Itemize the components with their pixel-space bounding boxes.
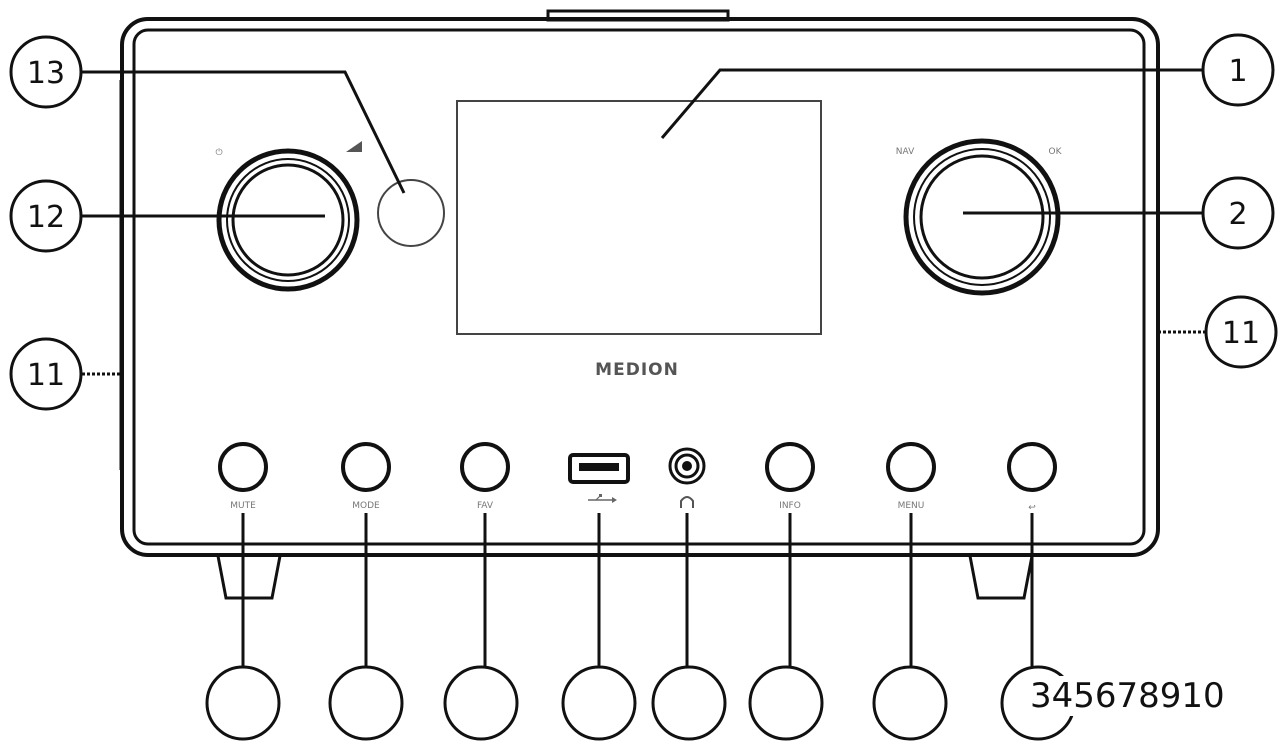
ir-sensor [377,179,445,247]
device-body-inner [132,28,1146,546]
svg-text:11: 11 [1222,316,1260,351]
callout-11-left: 11 [9,337,121,411]
power-volume-knob[interactable] [216,148,360,292]
mute-label: MUTE [230,501,256,511]
svg-text:11: 11 [27,358,65,393]
svg-text:12: 12 [27,200,65,235]
headphone-jack[interactable] [668,447,706,485]
back-symbol-label: ↩ [1028,503,1036,513]
callout-1: 1 [660,33,1275,139]
top-handle [546,9,730,22]
bottom-callout-digits: 345678910 [1028,676,1227,716]
usb-port-insert [579,463,619,471]
callout-11-right: 11 [1158,295,1278,369]
nav-ok-knob[interactable] [903,138,1061,296]
callout-12: 12 [9,179,325,253]
right-foot [968,555,1034,600]
fav-label: FAV [477,501,494,511]
callout-13: 13 [9,35,406,194]
ok-label: OK [1049,147,1063,157]
back-button[interactable] [1007,442,1057,492]
nav-label: NAV [896,147,915,157]
display-screen [456,100,822,335]
mode-button[interactable] [341,442,391,492]
info-button[interactable] [765,442,815,492]
brand-logo: MEDION [595,360,679,380]
svg-text:1: 1 [1228,54,1247,89]
svg-text:13: 13 [27,56,65,91]
mute-button[interactable] [218,442,268,492]
callout-2: 2 [963,176,1275,250]
info-label: INFO [779,501,801,511]
mode-label: MODE [352,501,380,511]
headphone-icon [680,496,694,508]
volume-wedge-icon [346,141,362,152]
power-symbol-label: ⏻ [215,147,222,158]
usb-icon [588,494,617,503]
bottom-leader-lines [241,513,1034,668]
menu-button[interactable] [886,442,936,492]
menu-label: MENU [898,501,925,511]
svg-text:2: 2 [1228,197,1247,232]
left-foot [216,555,282,600]
bottom-callout-circles [205,665,1076,741]
fav-button[interactable] [460,442,510,492]
